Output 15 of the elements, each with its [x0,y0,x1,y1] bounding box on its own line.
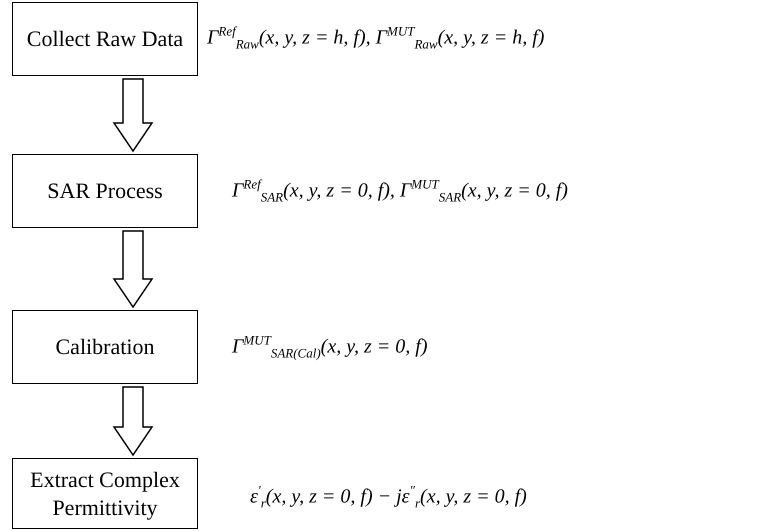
arrow [112,78,154,152]
process-box [12,2,198,76]
step-label: SAR Process [47,177,163,205]
formula: Γ$^{Ref}$$_{SAR}$(x, y, z = 0, f), Γ$^{MUT}$$_{SAR}$(x, y, z = 0, f) [232,176,568,206]
step-label: Extract Complex Permittivity [29,466,181,521]
step-label: Collect Raw Data [26,25,184,53]
formula: Γ$^{MUT}$$_{SAR(Cal)}$(x, y, z = 0, f) [232,332,428,362]
arrow [112,230,154,308]
formula: ε$^{′}$$_{r}$(x, y, z = 0, f) − jε$^{″}$$_{r}$(x, y, z = 0, f) [250,482,527,512]
formula: Γ$^{Ref}$$_{Raw}$(x, y, z = h, f), Γ$^{MUT}$$_{Raw}$(x, y, z = h, f) [207,24,544,52]
arrow [112,386,154,456]
step-label: Calibration [56,333,154,361]
process-box [12,310,198,384]
process-box [12,154,198,228]
process-box [12,458,198,529]
